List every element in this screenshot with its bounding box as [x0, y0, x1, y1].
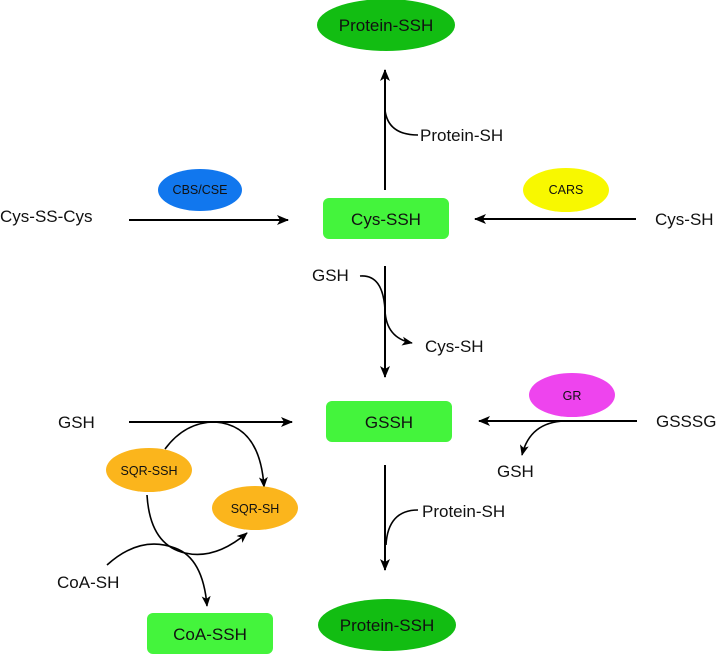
coa-sh-label: CoA-SH: [57, 573, 119, 592]
coa-ssh-node: CoA-SSH: [147, 613, 273, 654]
gsh-out-gr-label: GSH: [497, 462, 534, 481]
protein-sh-bottom-label: Protein-SH: [422, 502, 505, 521]
coa-ssh-label: CoA-SSH: [173, 625, 247, 644]
cys-ssh-label: Cys-SSH: [351, 210, 421, 229]
cys-ss-cys-label: Cys-SS-Cys: [0, 207, 93, 226]
gr-gsh-release-connector: [519, 420, 566, 456]
gsh-to-cys-sh-connector: [359, 275, 413, 346]
protein-ssh-top-node: Protein-SSH: [317, 0, 455, 51]
gssh-node: GSSH: [326, 401, 452, 442]
protein-ssh-bottom-node: Protein-SSH: [318, 599, 456, 651]
cys-sh-out-label: Cys-SH: [425, 337, 484, 356]
protein-ssh-top-label: Protein-SSH: [339, 16, 433, 35]
gsh-left-label: GSH: [58, 413, 95, 432]
cbs-cse-enzyme: CBS/CSE: [158, 169, 242, 211]
cars-enzyme: CARS: [523, 168, 609, 212]
gsh-in-label: GSH: [312, 266, 349, 285]
cbs-cse-label: CBS/CSE: [173, 183, 228, 197]
sqr-ssh-enzyme: SQR-SSH: [106, 448, 192, 492]
protein-sh-top-label: Protein-SH: [420, 126, 503, 145]
cars-label: CARS: [549, 183, 584, 197]
gr-label: GR: [563, 389, 582, 403]
cys-ssh-node: Cys-SSH: [323, 198, 449, 239]
coa-sh-to-coa-ssh-connector: [106, 543, 211, 607]
sqr-sh-enzyme: SQR-SH: [212, 486, 298, 530]
protein-sh-bottom-connector: [385, 509, 419, 546]
gsssg-label: GSSSG: [656, 412, 716, 431]
sqr-ssh-label: SQR-SSH: [121, 464, 178, 478]
protein-sh-top-connector: [384, 109, 419, 136]
gssh-label: GSSH: [365, 413, 413, 432]
sqr-sh-label: SQR-SH: [231, 502, 280, 516]
sqr-ssh-to-sqr-sh-connector: [164, 421, 268, 488]
cys-sh-right-label: Cys-SH: [655, 210, 714, 229]
protein-ssh-bottom-label: Protein-SSH: [340, 616, 434, 635]
gr-enzyme: GR: [529, 373, 615, 417]
